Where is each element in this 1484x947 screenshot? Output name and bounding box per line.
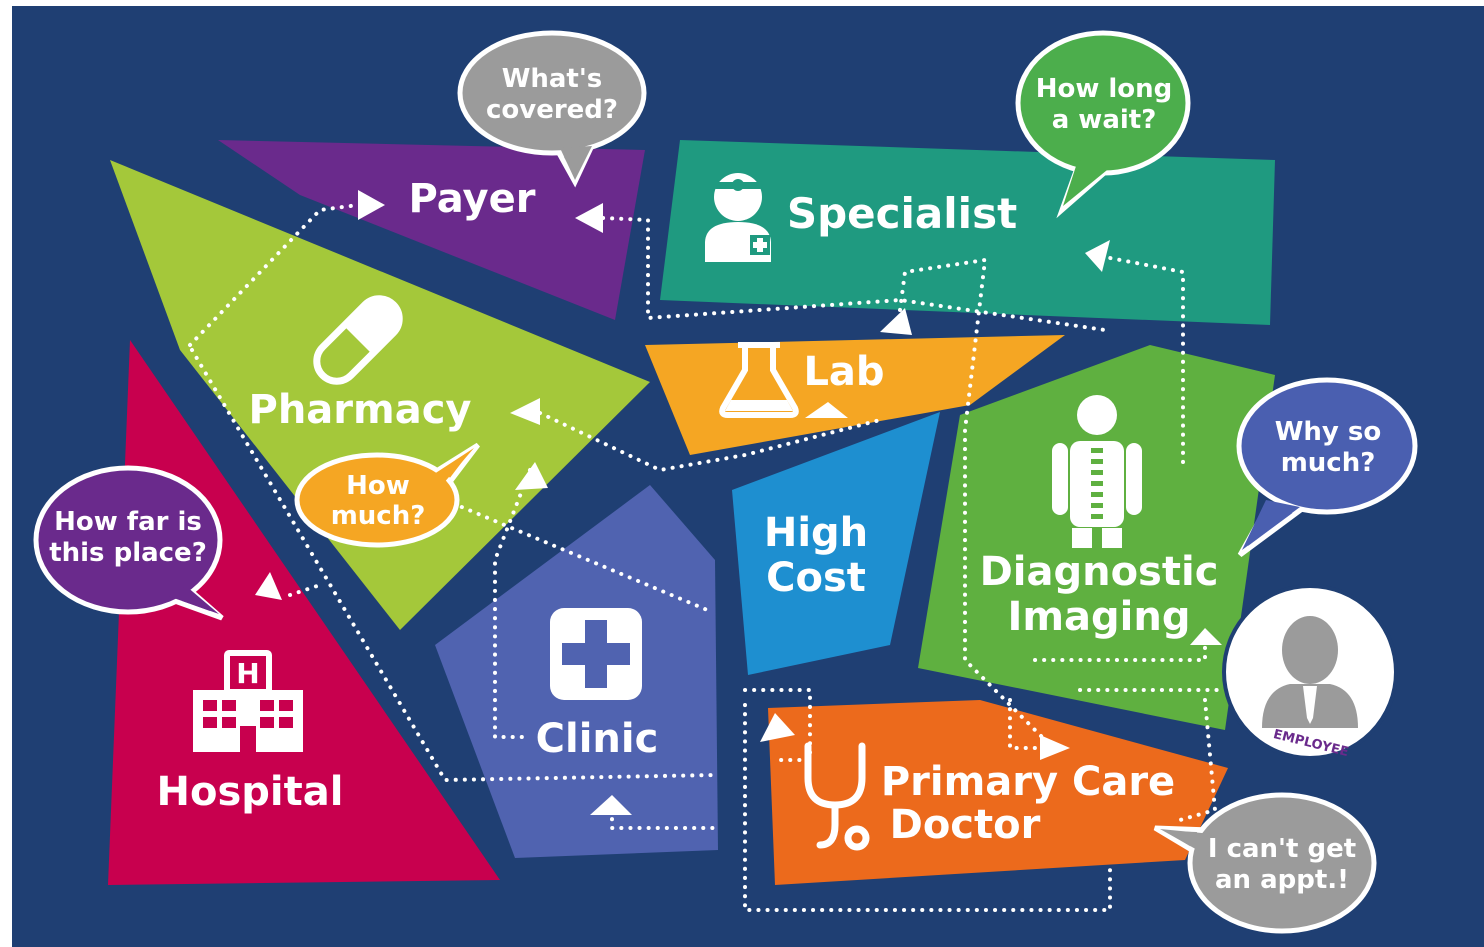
bubble-why-so-much: Why so much? <box>1236 377 1418 558</box>
specialist-shape <box>660 140 1275 325</box>
arrow-to-lab <box>880 308 912 335</box>
arrow-to-specialist <box>1085 240 1110 272</box>
connector-paths <box>188 203 1222 912</box>
payer-label: Payer <box>409 176 536 222</box>
bubble-why-line2: much? <box>1281 448 1376 478</box>
arrow-up-diagnostic <box>1190 628 1222 645</box>
clinic-label: Clinic <box>536 716 659 762</box>
bubble-how-far: How far is this place? <box>33 465 224 621</box>
lab-label: Lab <box>803 349 884 395</box>
lab-shape <box>645 335 1065 455</box>
bubble-how-much: How much? <box>294 442 480 548</box>
arrow-up-pharmacy <box>515 462 548 490</box>
bubble-how-long-wait: How long a wait? <box>1015 30 1191 219</box>
pill-icon <box>313 295 403 385</box>
bubble-whats-covered-line2: covered? <box>486 95 618 125</box>
bubble-cant-get-appt: I can't get an appt.! <box>1153 792 1377 934</box>
primary-care-label-line2: Doctor <box>890 802 1041 848</box>
bubble-whats-covered: What's covered? <box>457 30 647 188</box>
bubble-appt-line1: I can't get <box>1208 834 1356 864</box>
arrow-to-primary-care <box>760 713 795 742</box>
pharmacy-label: Pharmacy <box>249 387 472 433</box>
diagnostic-imaging-shape <box>918 345 1275 730</box>
connector-arrowheads <box>255 190 1222 815</box>
bubble-whats-covered-line1: What's <box>502 64 603 94</box>
bubble-appt-line2: an appt.! <box>1215 865 1349 895</box>
diagnostic-label-line2: Imaging <box>1007 594 1190 640</box>
arrow-to-payer <box>358 190 385 220</box>
flask-icon <box>719 342 799 418</box>
stethoscope-icon <box>804 742 870 851</box>
bubble-how-much-line1: How <box>346 471 410 501</box>
employee-avatar: EMPLOYEE <box>1222 584 1398 760</box>
high-cost-label-line1: High <box>764 510 868 556</box>
bubble-how-far-line2: this place? <box>49 538 207 568</box>
arrow-to-pharmacy <box>510 398 540 425</box>
diagnostic-label-line1: Diagnostic <box>980 549 1219 595</box>
bubble-how-much-line2: much? <box>331 501 426 531</box>
arrow-up-lab <box>805 402 848 418</box>
arrow-to-clinic <box>590 795 632 815</box>
medical-cross-icon <box>550 608 642 700</box>
doctor-icon <box>705 173 771 262</box>
arrow-to-primary-care-right <box>1040 735 1070 760</box>
high-cost-shape <box>732 412 940 675</box>
bubble-how-far-line1: How far is <box>54 507 202 537</box>
hospital-building-icon: H <box>193 650 303 752</box>
bubble-how-long-line1: How long <box>1036 74 1173 104</box>
svg-text:H: H <box>236 657 259 690</box>
bubble-how-long-line2: a wait? <box>1052 105 1157 135</box>
skeleton-body-icon <box>1052 395 1142 548</box>
specialist-label: Specialist <box>787 189 1017 238</box>
high-cost-label-line2: Cost <box>766 555 866 601</box>
arrow-from-specialist-to-payer <box>575 203 603 233</box>
payer-shape <box>218 140 645 320</box>
bubble-why-line1: Why so <box>1275 417 1382 447</box>
primary-care-shape <box>768 700 1228 885</box>
primary-care-label-line1: Primary Care <box>881 759 1175 805</box>
hospital-label: Hospital <box>157 769 344 815</box>
arrow-to-hospital-bubble <box>255 572 282 600</box>
person-icon <box>1262 616 1358 728</box>
